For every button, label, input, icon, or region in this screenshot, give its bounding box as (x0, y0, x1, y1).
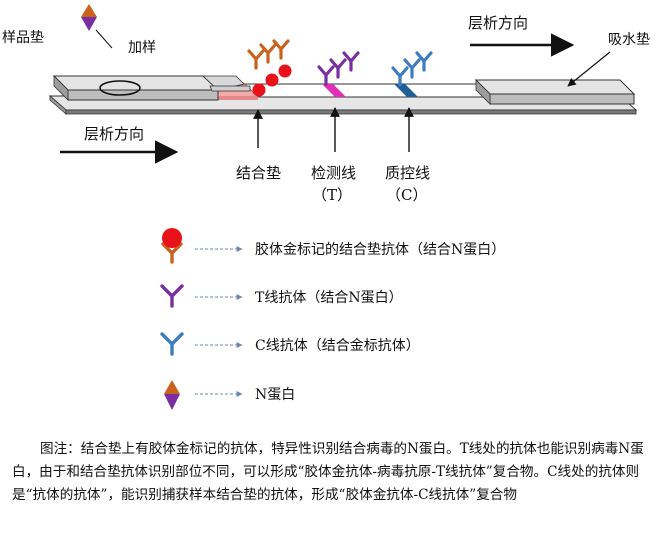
caption-prefix: 图注： (40, 441, 81, 457)
absorbent-pad-label: 吸水垫 (608, 32, 650, 48)
c-line-band (394, 84, 418, 97)
c-line-antibody-icon (160, 332, 184, 356)
lateral-flow-diagram: 样品垫 加样 层析方向 吸水垫 层析方向 结合垫 检测线 （T） 质控线 （C）… (2, 4, 650, 410)
legend-item-2-text: T线抗体（结合N蛋白） (255, 290, 403, 306)
caption-body: 结合垫上有胶体金标记的抗体，特异性识别结合病毒的N蛋白。T线处的抗体也能识别病毒… (12, 441, 644, 503)
c-line-antibodies (391, 51, 433, 87)
gold-particle (278, 64, 292, 78)
gold-particle (252, 83, 266, 97)
legend-item-3-text: C线抗体（结合金标抗体） (255, 338, 420, 354)
conjugate-pad-label: 结合垫 (236, 164, 281, 182)
gold-labeled-antibody-icon (161, 228, 183, 264)
legend: 胶体金标记的结合垫抗体（结合N蛋白） T线抗体（结合N蛋白） C线抗体（结合金标… (160, 228, 505, 410)
legend-item-1-text: 胶体金标记的结合垫抗体（结合N蛋白） (255, 241, 505, 258)
control-line-label: 质控线 (385, 164, 430, 182)
flow-direction-top-label: 层析方向 (468, 14, 528, 32)
absorbent-pad-pointer (567, 51, 611, 87)
absorbent-pad (474, 79, 636, 95)
conjugate-antibodies (247, 39, 292, 97)
control-line-abbr: （C） (386, 186, 427, 204)
flow-direction-bottom-label: 层析方向 (84, 125, 144, 143)
add-sample-label: 加样 (128, 40, 156, 56)
legend-item-4-text: N蛋白 (255, 387, 295, 403)
test-strip (48, 75, 638, 115)
add-sample-pointer (95, 29, 113, 49)
gold-particle (265, 73, 279, 87)
t-line-band (322, 84, 346, 97)
t-line-antibodies (317, 51, 360, 86)
test-line-label: 检测线 (311, 164, 356, 182)
figure-caption: 图注：结合垫上有胶体金标记的抗体，特异性识别结合病毒的N蛋白。T线处的抗体也能识… (12, 438, 664, 507)
t-line-antibody-icon (160, 284, 184, 308)
n-protein-icon-top (81, 4, 97, 31)
sample-pad-label: 样品垫 (2, 30, 44, 46)
test-line-abbr: （T） (312, 186, 352, 204)
sample-well (99, 80, 141, 96)
n-protein-icon (164, 380, 180, 410)
